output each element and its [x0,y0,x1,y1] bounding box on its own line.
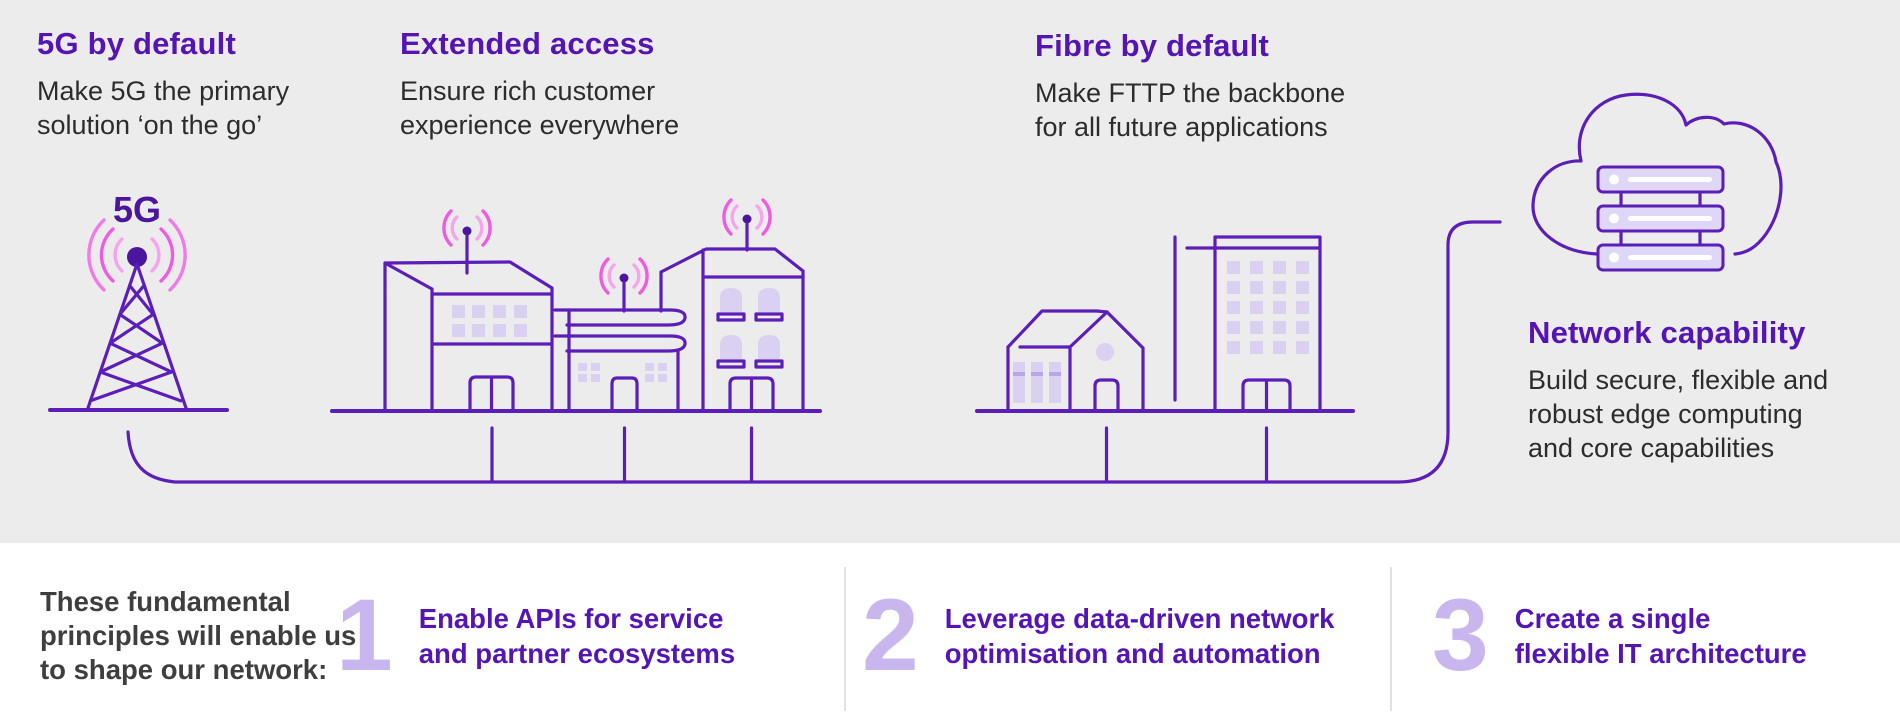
principle-description-line: Build secure, flexible and [1528,365,1829,395]
5g-label: 5G [113,189,161,230]
buildings-antennas-icon [330,198,822,413]
item-label-line: Create a single [1514,602,1711,634]
item-label: Leverage data-driven network optimisatio… [945,601,1335,671]
network-connector-line [126,220,1502,484]
network-diagram-illustration: 5G [48,92,1783,484]
item-label: Enable APIs for service and partner ecos… [419,601,735,671]
principle-title: Extended access [400,26,655,61]
tower-building [1173,235,1322,413]
footer-intro-line: principles will enable us [40,619,357,651]
item-label-line: Leverage data-driven network [944,602,1335,634]
item-label: Create a single flexible IT architecture [1515,601,1807,671]
building-b [553,257,687,413]
principle-title: 5G by default [37,26,236,61]
footer-item-1: 1 Enable APIs for service and partner ec… [336,543,735,728]
door [1093,378,1120,413]
principle-description-line: Make FTTP the backbone [1035,78,1346,108]
principle-network-capability: Network capability Build secure, flexibl… [1528,315,1828,465]
server-stack [1596,165,1725,272]
house [1006,309,1145,413]
building-c [659,198,805,413]
door [728,376,775,413]
cloud-servers-icon [1531,92,1783,272]
principle-5g-by-default: 5G by default Make 5G the primary soluti… [37,26,289,142]
item-label-line: optimisation and automation [944,637,1321,669]
footer-intro-line: to shape our network: [40,653,328,685]
footer-intro: These fundamental principles will enable… [40,543,370,728]
item-number: 2 [862,577,919,692]
door [610,376,639,413]
item-label-line: and partner ecosystems [418,637,736,669]
gable-vent [1096,343,1114,361]
house-and-tower-building-icon [975,235,1355,413]
footer-divider [844,567,846,711]
principle-description-line: Ensure rich customer [400,76,656,106]
item-label-line: Enable APIs for service [418,602,724,634]
door [1241,378,1292,413]
item-label-line: flexible IT architecture [1514,637,1807,669]
principles-footer-band [0,543,1900,728]
principle-fibre-by-default: Fibre by default Make FTTP the backbone … [1035,28,1345,144]
principle-title: Fibre by default [1035,28,1270,63]
item-number: 1 [336,577,393,692]
item-number: 3 [1432,577,1489,692]
footer-intro-line: These fundamental [40,585,291,617]
footer-divider [1390,567,1392,711]
principle-extended-access: Extended access Ensure rich customer exp… [400,26,679,142]
principle-description-line: robust edge computing [1528,399,1803,429]
principle-title: Network capability [1528,315,1806,350]
principle-description-line: Make 5G the primary [37,76,290,106]
principle-description-line: for all future applications [1035,112,1328,142]
principle-description-line: experience everywhere [400,110,680,140]
building-a [383,209,554,413]
5g-mast-icon: 5G [48,189,229,412]
door [468,375,515,413]
footer-item-2: 2 Leverage data-driven network optimisat… [862,543,1334,728]
principle-description-line: solution ‘on the go’ [37,110,263,140]
illustration-band: 5G [0,0,1900,543]
principle-description-line: and core capabilities [1528,433,1775,463]
footer-item-3: 3 Create a single flexible IT architectu… [1432,543,1807,728]
